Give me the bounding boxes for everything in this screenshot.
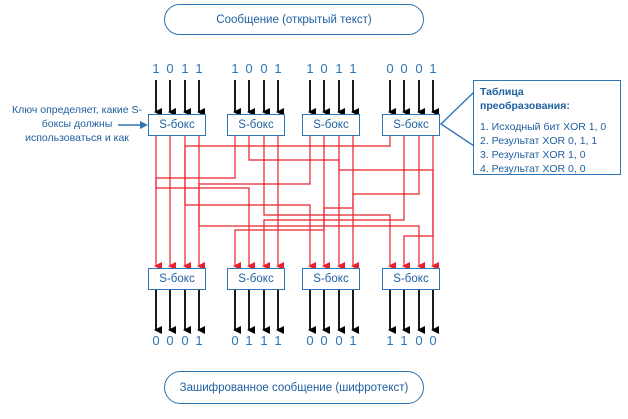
plaintext-label: Сообщение (открытый текст) xyxy=(164,4,424,35)
input-bit: 0 xyxy=(245,61,253,76)
permutation-wire xyxy=(184,136,316,270)
output-bit: 1 xyxy=(245,333,253,348)
permutation-wire xyxy=(263,136,396,270)
key-note: Ключ определяет, какие S-боксы должны ис… xyxy=(11,104,143,144)
input-bit: 1 xyxy=(274,61,282,76)
output-bit: 1 xyxy=(400,333,408,348)
table-row: 1. Исходный бит XOR 1, 0 xyxy=(480,121,607,133)
input-bit: 0 xyxy=(400,61,408,76)
output-bit: 0 xyxy=(415,333,423,348)
table-callout-pointer xyxy=(439,90,475,148)
sbox-output-stage: S-бокс xyxy=(148,268,206,290)
ciphertext-label: Зашифрованное сообщение (шифротекст) xyxy=(164,371,424,404)
input-bit: 1 xyxy=(181,61,189,76)
table-row: 4. Результат XOR 0, 0 xyxy=(480,163,586,175)
permutation-wire xyxy=(248,136,345,270)
permutation-wire xyxy=(154,136,236,270)
sbox-input-stage: S-бокс xyxy=(382,114,440,136)
table-row: 3. Результат XOR 1, 0 xyxy=(480,149,586,161)
sbox-output-stage: S-бокс xyxy=(382,268,440,290)
permutation-wire xyxy=(198,136,425,270)
permutation-wire xyxy=(402,136,434,270)
input-bit: 1 xyxy=(231,61,239,76)
output-bit: 1 xyxy=(274,333,282,348)
permutation-wire xyxy=(322,136,354,270)
sbox-output-stage: S-бокс xyxy=(227,268,285,290)
output-bit: 0 xyxy=(335,333,343,348)
input-bit: 1 xyxy=(335,61,343,76)
input-bit: 0 xyxy=(320,61,328,76)
input-bit: 1 xyxy=(306,61,314,76)
input-bit: 1 xyxy=(195,61,203,76)
input-bit: 0 xyxy=(260,61,268,76)
output-bit: 1 xyxy=(195,333,203,348)
output-bit: 0 xyxy=(320,333,328,348)
permutation-wire xyxy=(155,136,255,270)
permutation-wire xyxy=(351,136,420,270)
transformation-table: Таблица преобразования: 1. Исходный бит … xyxy=(473,80,621,175)
table-title: Таблица преобразования: xyxy=(480,86,570,112)
input-bit: 0 xyxy=(415,61,423,76)
permutation-wire xyxy=(183,136,391,270)
sbox-output-stage: S-бокс xyxy=(302,268,360,290)
table-row: 2. Результат XOR 0, 1, 1 xyxy=(480,135,598,147)
output-bit: 0 xyxy=(152,333,160,348)
output-bit: 0 xyxy=(306,333,314,348)
output-bit: 0 xyxy=(166,333,174,348)
output-bit: 1 xyxy=(386,333,394,348)
input-bit: 1 xyxy=(152,61,160,76)
output-bit: 1 xyxy=(349,333,357,348)
input-bit: 1 xyxy=(429,61,437,76)
output-bit: 0 xyxy=(231,333,239,348)
sbox-input-stage: S-бокс xyxy=(302,114,360,136)
output-bit: 0 xyxy=(181,333,189,348)
sbox-input-stage: S-бокс xyxy=(148,114,206,136)
permutation-wire xyxy=(197,136,311,270)
input-bit: 0 xyxy=(386,61,394,76)
output-bit: 1 xyxy=(260,333,268,348)
output-bit: 0 xyxy=(429,333,437,348)
sbox-input-stage: S-бокс xyxy=(227,114,285,136)
permutation-wire xyxy=(233,136,325,270)
input-bit: 1 xyxy=(349,61,357,76)
input-bit: 0 xyxy=(166,61,174,76)
permutation-wire xyxy=(262,136,405,270)
